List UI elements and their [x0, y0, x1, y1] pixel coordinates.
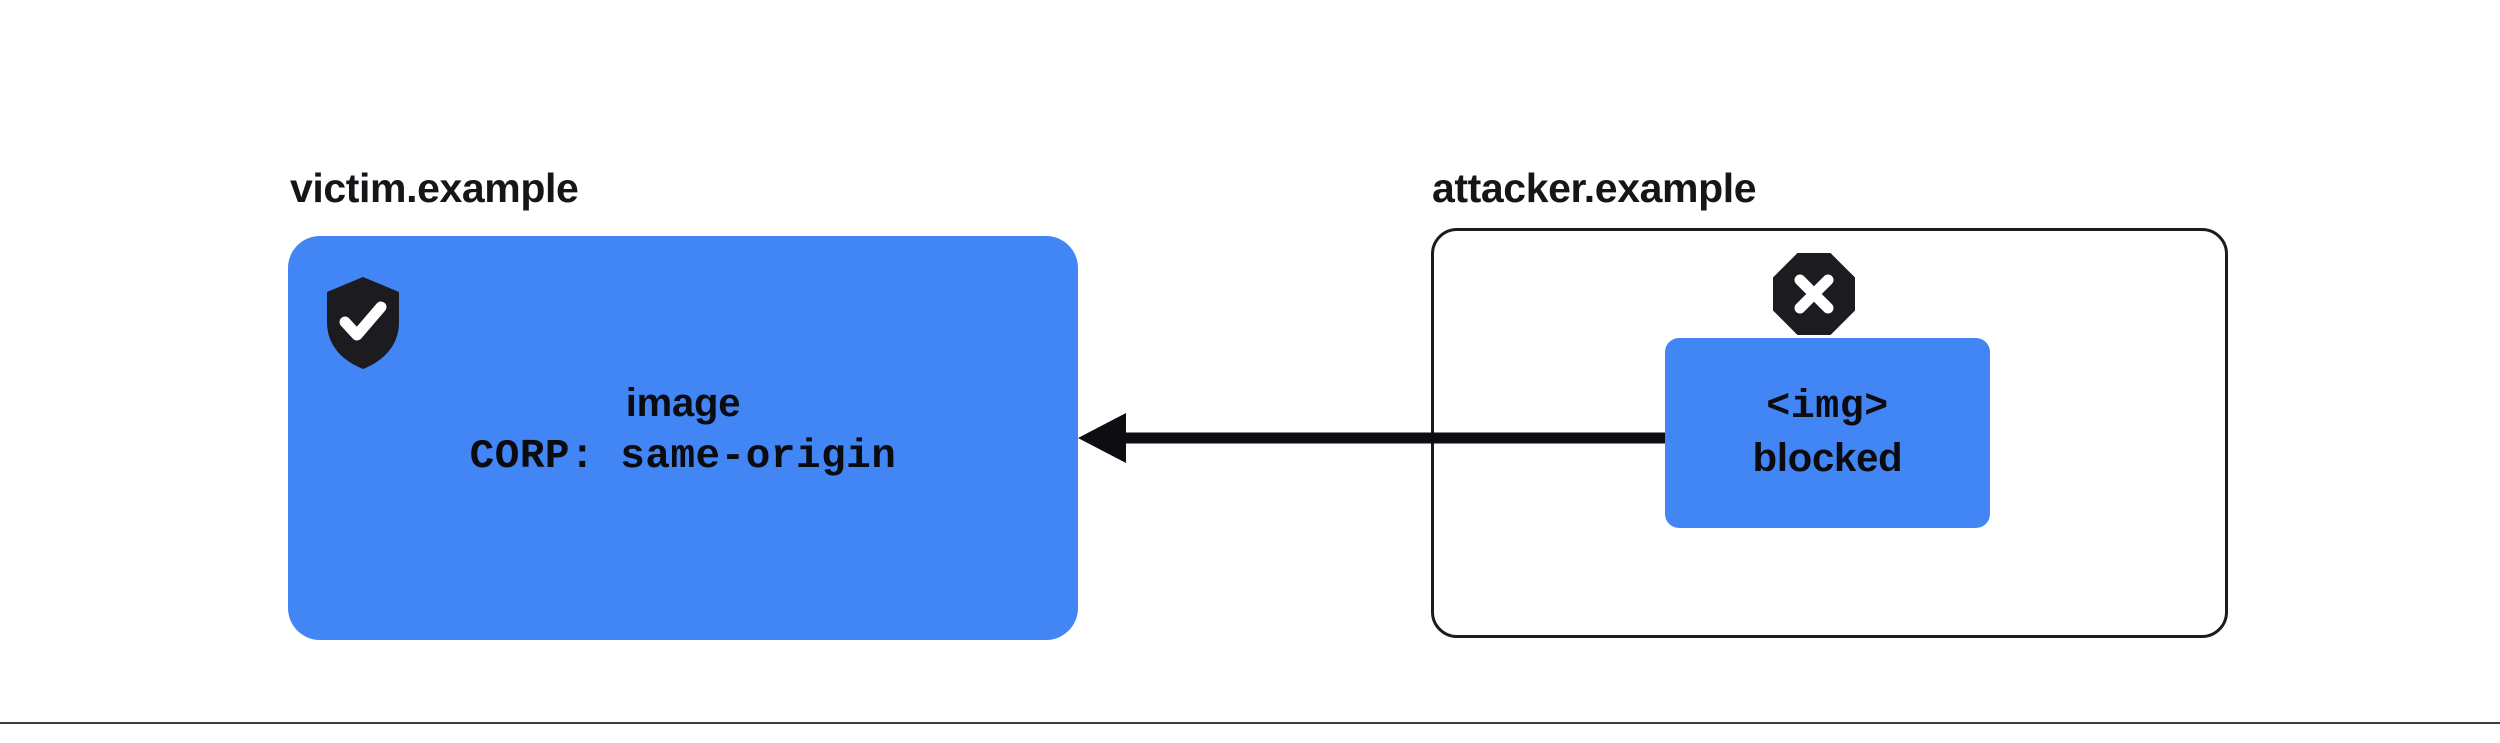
victim-origin-label: victim.example	[290, 165, 579, 211]
octagon-x-icon	[1772, 252, 1856, 336]
victim-origin-box	[288, 236, 1078, 640]
request-arrow	[1078, 400, 1678, 476]
victim-resource-text: image CORP: same-origin	[288, 380, 1078, 482]
footer-divider	[0, 722, 2500, 724]
shield-check-icon	[326, 276, 400, 370]
blocked-request-box: <img> blocked	[1665, 338, 1990, 528]
request-status-label: blocked	[1752, 436, 1903, 480]
victim-resource-name: image	[625, 381, 741, 425]
request-tag-label: <img>	[1766, 385, 1889, 430]
victim-corp-header: CORP: same-origin	[469, 434, 897, 481]
attacker-origin-label: attacker.example	[1432, 165, 1757, 211]
